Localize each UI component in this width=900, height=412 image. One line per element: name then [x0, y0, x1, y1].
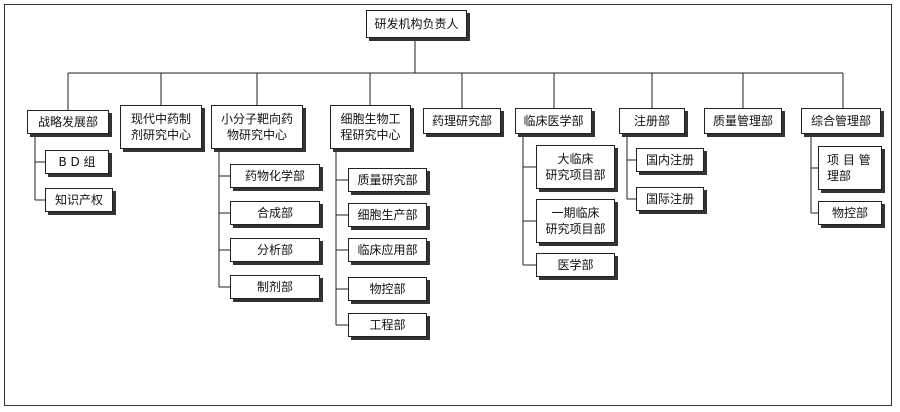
sub-big-clinical: 大临床 研究项目部 [536, 145, 615, 189]
sub-medical: 医学部 [536, 253, 615, 277]
sub-cell-production: 细胞生产部 [348, 203, 427, 227]
sub-quality-research: 质量研究部 [348, 168, 427, 192]
root-node: 研发机构负责人 [366, 10, 467, 38]
dept-pharmacology: 药理研究部 [423, 108, 501, 134]
dept-small-molecule: 小分子靶向药 物研究中心 [211, 105, 303, 149]
sub-synthesis: 合成部 [230, 201, 320, 225]
sub-ip: 知识产权 [45, 188, 113, 212]
sub-admin-material-control: 物控部 [818, 201, 882, 225]
sub-med-chem: 药物化学部 [230, 164, 320, 188]
chart-frame [4, 4, 892, 406]
sub-formulation: 制剂部 [230, 275, 320, 299]
dept-tcm: 现代中药制 剂研究中心 [120, 105, 202, 149]
sub-cell-material-control: 物控部 [348, 277, 427, 301]
sub-bd-group: B D 组 [45, 150, 109, 174]
sub-project-management: 项 目 管 理部 [818, 146, 882, 190]
sub-engineering: 工程部 [348, 313, 427, 337]
dept-clinical: 临床医学部 [515, 108, 592, 134]
dept-quality: 质量管理部 [704, 108, 782, 134]
sub-phase1-clinical: 一期临床 研究项目部 [536, 199, 615, 243]
sub-clinical-application: 临床应用部 [348, 238, 427, 262]
dept-cell: 细胞生物工 程研究中心 [330, 105, 411, 149]
sub-analysis: 分析部 [230, 238, 320, 262]
dept-registration: 注册部 [619, 108, 685, 134]
dept-admin: 综合管理部 [801, 108, 881, 134]
dept-strategy: 战略发展部 [27, 110, 109, 134]
sub-international-registration: 国际注册 [636, 187, 704, 211]
sub-domestic-registration: 国内注册 [636, 148, 704, 172]
